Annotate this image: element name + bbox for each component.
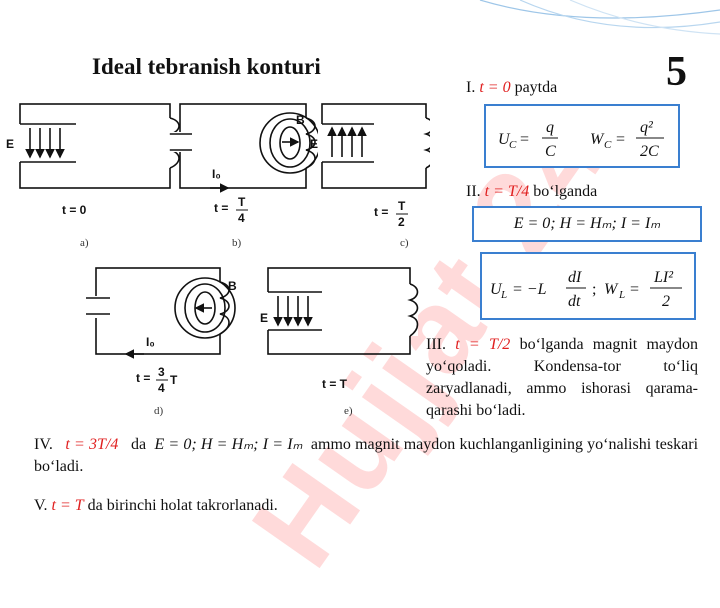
circuit-a [16,103,180,189]
caption-c: c) [400,237,409,249]
section-5-rest: da birinchi holat takrorlanadi. [87,497,278,514]
page-title: Ideal tebranish konturi [92,54,321,79]
wc-num: q² [640,119,654,136]
time-label-d-den: 4 [158,381,165,395]
section-3-condition: t = T/2 [455,336,511,353]
section-5-condition: t = T [51,497,84,514]
section-1-roman: I. [466,79,476,96]
time-label-b-num: T [238,195,246,209]
section-4-paragraph: IV. t = 3T/4 da E = 0; H = Hₘ; I = Iₘ am… [34,434,698,478]
svg-text:=: = [520,131,529,148]
label-I0-d: I₀ [146,335,155,349]
wl-den: 2 [662,293,670,310]
time-label-c-prefix: t = [374,205,388,219]
label-E-e: E [260,311,268,325]
uc-num: q [546,119,554,136]
ul-mid: = −L [512,281,547,298]
label-I0-b: I₀ [212,167,221,181]
time-label-b-den: 4 [238,211,245,225]
label-B-b: B [296,113,305,127]
caption-e: e) [344,405,353,417]
formula-box-inductor: U L = −L dI dt ; W L = LI² 2 [480,252,696,320]
uc-lhs: U [498,131,511,148]
uc-den: C [545,143,556,160]
section-2-heading: II. t = T/4 bo‘lganda [466,182,597,202]
section-2-rest: bo‘lganda [533,183,598,200]
formula-box-capacitor: U C = q C W C = q² 2C [484,104,680,168]
section-4-equation: E = 0; H = Hₘ; I = Iₘ [154,436,303,453]
section-3-paragraph: III. t = T/2 bo‘lganda magnit maydon yo‘… [426,334,698,422]
caption-a: a) [80,237,89,249]
label-E-a: E [6,137,14,151]
ul-lhs: U [490,281,503,298]
section-4-text: ammo magnit maydon kuchlanganligining yo… [34,436,699,475]
circuit-d [86,267,236,359]
section-3-text: bo‘lganda magnit maydon yo‘qoladi. Konde… [426,336,699,419]
section-3-roman: III. [426,336,446,353]
wc-lhs: W [590,131,605,148]
wl-num: LI² [653,269,674,286]
caption-d: d) [154,405,164,417]
section-5-roman: V. [34,497,48,514]
section-2-roman: II. [466,183,481,200]
section-2-condition: t = T/4 [484,183,530,200]
ul-num: dI [568,269,582,286]
time-label-b-prefix: t = [214,201,228,215]
time-label-d-num: 3 [158,365,165,379]
svg-text:=: = [616,131,625,148]
wl-lhs: W [604,281,619,298]
equation-box-quarter-period: E = 0; H = Hₘ; I = Iₘ [472,206,702,242]
section-1-condition: t = 0 [479,79,511,96]
uc-sub: C [509,139,517,151]
time-label-a: t = 0 [62,203,87,217]
caption-b: b) [232,237,242,249]
ul-den: dt [568,293,581,310]
label-E-c: E [310,137,318,151]
time-label-c-den: 2 [398,215,405,229]
section-5-line: V. t = T da birinchi holat takrorlanadi. [34,496,278,516]
time-label-e: t = T [322,377,348,391]
section-1-rest: paytda [514,79,558,96]
time-label-d-suffix: T [170,373,178,387]
lc-circuit-figure: E B I₀ E B I₀ E t = 0 t = T 4 t = T 2 t … [6,103,430,417]
time-label-c-num: T [398,199,406,213]
label-B-d: B [228,279,237,293]
circuit-c [318,103,430,189]
ul-sub: L [500,289,507,301]
corner-decoration [479,0,720,35]
section-4-condition: t = 3T/4 [65,436,119,453]
wc-sub: C [604,139,612,151]
svg-text:=: = [630,281,639,298]
wc-den: 2C [640,143,659,160]
section-4-roman: IV. [34,436,53,453]
section-4-da: da [130,436,147,453]
time-label-d-prefix: t = [136,371,150,385]
circuit-e [262,267,419,355]
wl-sub: L [618,289,625,301]
section-1-heading: I. t = 0 paytda [466,78,557,98]
svg-text:;: ; [592,281,596,298]
slide-number: 5 [666,49,687,95]
